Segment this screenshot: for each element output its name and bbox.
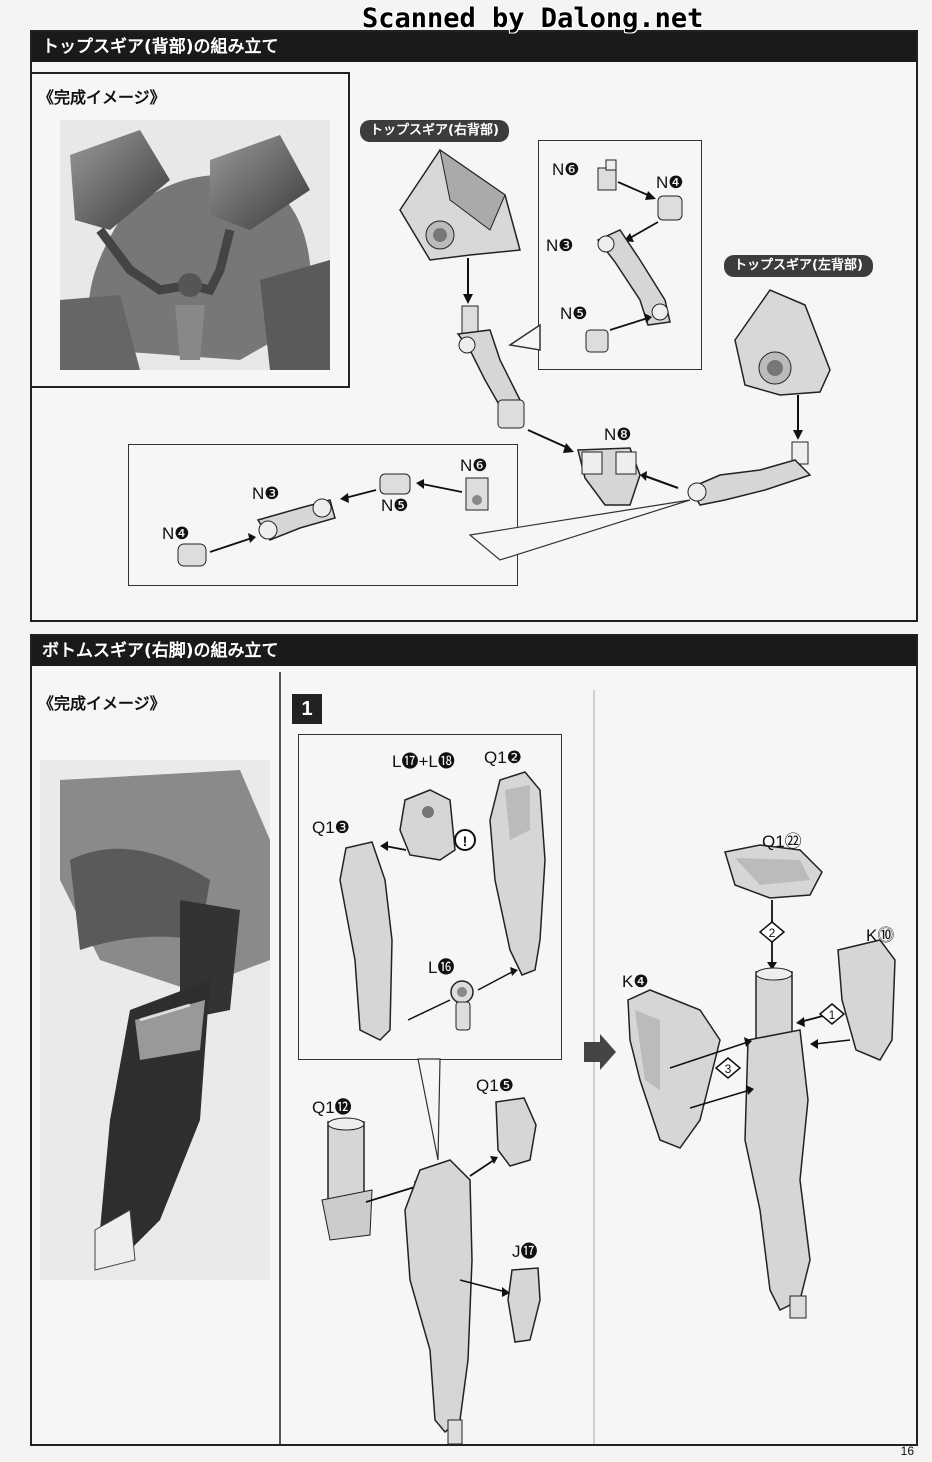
label-k10: K⓾	[866, 926, 895, 945]
label-tops-gear-right-back: トップスギア(右背部)	[360, 120, 509, 142]
label-n6-b: N❻	[460, 456, 488, 475]
q112-part	[321, 1117, 373, 1241]
parts-inset-1	[538, 140, 702, 370]
label-q12: Q1❷	[484, 748, 522, 767]
q12-part	[489, 771, 546, 976]
q13-part	[339, 841, 393, 1041]
step-number-badge: 1	[292, 694, 322, 724]
l16-part	[450, 980, 474, 1031]
caution-icon: !	[454, 829, 476, 851]
n4-part-a	[657, 195, 683, 221]
label-n6-a: N❻	[552, 160, 580, 179]
order-marker-1: 1	[818, 1003, 846, 1025]
section-tops-gear-title: トップスギア(背部)の組み立て	[32, 32, 916, 62]
n4-part-b	[177, 543, 207, 567]
arm-joint-part	[456, 305, 525, 429]
label-tops-gear-left-back: トップスギア(左背部)	[724, 255, 873, 277]
left-back-gear-part	[734, 289, 831, 396]
label-n5-a: N❺	[560, 304, 588, 323]
right-back-gear-part	[399, 148, 521, 261]
left-arm-part	[687, 441, 812, 506]
completed-image-caption-2: 《完成イメージ》	[38, 694, 166, 713]
svg-text:3: 3	[725, 1062, 732, 1076]
label-n4-b: N❹	[162, 524, 190, 543]
l17-l18-part	[399, 789, 456, 861]
n6-part-a	[597, 159, 617, 191]
svg-text:1: 1	[829, 1008, 836, 1022]
completed-image-frame-1	[30, 72, 350, 388]
label-q112: Q1⓬	[312, 1098, 352, 1117]
label-q15: Q1❺	[476, 1076, 514, 1095]
label-n3-a: N❸	[546, 236, 574, 255]
k4-part	[627, 989, 721, 1149]
n8-part	[577, 447, 641, 506]
label-k4: K❹	[622, 972, 649, 991]
n5-part-b	[379, 473, 411, 495]
svg-text:2: 2	[769, 926, 776, 940]
n3-part-a	[596, 229, 671, 326]
label-q122: Q1㉒	[762, 832, 802, 851]
watermark-text: Scanned by Dalong.net	[362, 3, 704, 34]
n5-part-a	[585, 329, 609, 353]
next-step-arrow-icon	[584, 1034, 616, 1070]
leg-main-part	[404, 1159, 473, 1445]
page-number: 16	[900, 1444, 914, 1458]
n3-part-b	[256, 498, 336, 541]
order-marker-2: 2	[758, 921, 786, 943]
label-n3-b: N❸	[252, 484, 280, 503]
label-j17: J⓱	[512, 1242, 538, 1261]
j17-part	[507, 1267, 541, 1343]
label-n4-a: N❹	[656, 173, 684, 192]
q15-part	[495, 1097, 537, 1167]
svg-text:!: !	[463, 833, 468, 849]
section-bottoms-gear-title: ボトムスギア(右脚)の組み立て	[32, 636, 916, 666]
completed-image-photo-2	[40, 760, 270, 1280]
label-l17-l18: L⓱+L⓲	[392, 752, 455, 771]
label-n8: N❽	[604, 425, 632, 444]
k10-part	[837, 939, 896, 1061]
parts-inset-2	[128, 444, 518, 586]
label-q13: Q1❸	[312, 818, 350, 837]
label-n5-b: N❺	[381, 496, 409, 515]
order-marker-3: 3	[714, 1057, 742, 1079]
q122-part	[724, 844, 823, 899]
leg-assembly-part	[744, 967, 811, 1319]
completed-image-photo-1	[60, 120, 330, 370]
label-l16: L⓰	[428, 958, 455, 977]
n6-part-b	[465, 477, 489, 511]
completed-image-caption-1: 《完成イメージ》	[38, 88, 166, 107]
